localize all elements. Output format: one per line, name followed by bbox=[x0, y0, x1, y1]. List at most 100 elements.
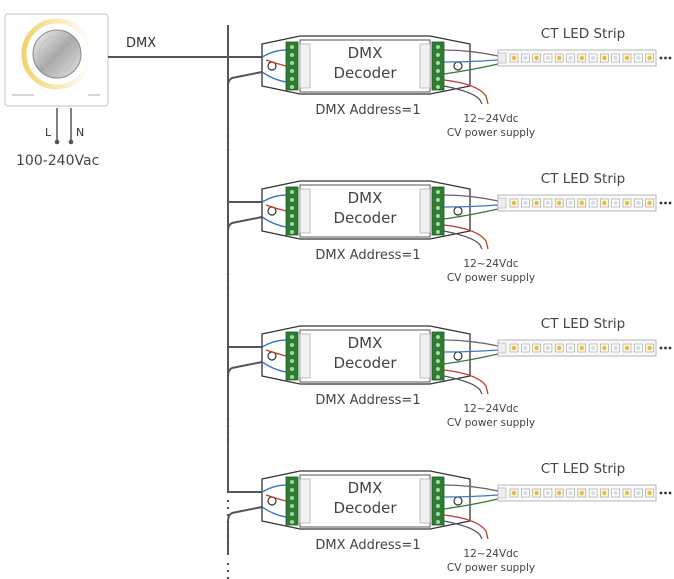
dmx-trunk: DMX bbox=[108, 36, 228, 58]
power-supply-label: CV power supply bbox=[447, 417, 535, 429]
led-diode-icon bbox=[545, 345, 551, 351]
strip-solder-pads bbox=[497, 487, 507, 499]
neutral-terminal-icon bbox=[68, 139, 74, 145]
terminal-screw-icon bbox=[290, 190, 294, 194]
led-diode-icon bbox=[636, 345, 641, 351]
output-pin-labels bbox=[419, 478, 431, 524]
decoder-title-line1: DMX bbox=[348, 334, 383, 352]
dmx-address-label: DMX Address=1 bbox=[315, 248, 420, 263]
terminal-screw-icon bbox=[290, 214, 294, 218]
decoder-title-line2: Decoder bbox=[333, 64, 397, 82]
strip-continuation-dot bbox=[659, 201, 663, 205]
terminal-screw-icon bbox=[290, 488, 294, 492]
led-diode-icon bbox=[545, 200, 551, 206]
terminal-screw-icon bbox=[290, 359, 294, 363]
led-diode-icon bbox=[647, 490, 652, 496]
power-supply-label: CV power supply bbox=[447, 562, 535, 574]
led-diode-icon bbox=[602, 490, 607, 496]
led-diode-icon bbox=[511, 490, 517, 496]
output-terminal-block bbox=[431, 476, 445, 526]
terminal-screw-icon bbox=[436, 335, 440, 339]
led-diode-icon bbox=[579, 345, 584, 351]
output-pin-labels bbox=[419, 43, 431, 89]
controller-light-ring bbox=[21, 18, 93, 90]
led-diode-icon bbox=[523, 345, 528, 351]
dmx-address-label: DMX Address=1 bbox=[315, 538, 420, 553]
output-pin-labels bbox=[419, 333, 431, 379]
terminal-screw-icon bbox=[436, 520, 440, 524]
led-diode-icon bbox=[624, 200, 630, 206]
strip-continuation-dot bbox=[668, 491, 672, 495]
terminal-screw-icon bbox=[290, 367, 294, 371]
led-diode-icon bbox=[579, 55, 584, 61]
led-diode-icon bbox=[636, 55, 641, 61]
led-diode-icon bbox=[579, 200, 584, 206]
output-terminal-block bbox=[431, 41, 445, 91]
led-diode-icon bbox=[624, 490, 630, 496]
controller-logo-mark bbox=[88, 94, 100, 96]
decoder-title-line2: Decoder bbox=[333, 354, 397, 372]
terminal-screw-icon bbox=[436, 53, 440, 57]
input-terminal-block bbox=[285, 186, 299, 236]
power-supply-voltage: 12~24Vdc bbox=[463, 258, 518, 270]
terminal-screw-icon bbox=[436, 190, 440, 194]
terminal-screw-icon bbox=[436, 367, 440, 371]
power-supply-voltage: 12~24Vdc bbox=[463, 403, 518, 415]
terminal-screw-icon bbox=[290, 496, 294, 500]
terminal-screw-icon bbox=[436, 85, 440, 89]
led-diode-icon bbox=[534, 345, 539, 351]
terminal-screw-icon bbox=[436, 359, 440, 363]
led-diode-icon bbox=[636, 200, 641, 206]
power-supply-label: CV power supply bbox=[447, 272, 535, 284]
led-diode-icon bbox=[523, 55, 528, 61]
terminal-screw-icon bbox=[436, 504, 440, 508]
input-pin-labels bbox=[299, 478, 311, 524]
terminal-screw-icon bbox=[436, 496, 440, 500]
terminal-screw-icon bbox=[436, 69, 440, 73]
strip-continuation-dot bbox=[664, 56, 667, 60]
input-terminal-block bbox=[285, 476, 299, 526]
terminal-screw-icon bbox=[290, 351, 294, 355]
terminal-screw-icon bbox=[436, 45, 440, 49]
led-diode-icon bbox=[590, 490, 596, 496]
terminal-screw-icon bbox=[436, 351, 440, 355]
terminal-screw-icon bbox=[436, 61, 440, 65]
led-diode-icon bbox=[557, 200, 562, 206]
led-diode-icon bbox=[590, 345, 596, 351]
led-diode-icon bbox=[557, 55, 562, 61]
terminal-screw-icon bbox=[436, 230, 440, 234]
led-diode-icon bbox=[568, 490, 573, 496]
dmx-input-label: DMX bbox=[126, 36, 156, 51]
terminal-screw-icon bbox=[290, 230, 294, 234]
led-diode-icon bbox=[511, 345, 517, 351]
led-diode-icon bbox=[613, 345, 618, 351]
led-strip-label: CT LED Strip bbox=[541, 26, 625, 42]
terminal-screw-icon bbox=[290, 480, 294, 484]
strip-solder-pads bbox=[497, 197, 507, 209]
neutral-label: N bbox=[76, 126, 84, 139]
decoder-title-line1: DMX bbox=[348, 479, 383, 497]
led-diode-icon bbox=[624, 345, 630, 351]
terminal-screw-icon bbox=[436, 198, 440, 202]
dmx-address-label: DMX Address=1 bbox=[315, 393, 420, 408]
input-terminal-block bbox=[285, 41, 299, 91]
terminal-screw-icon bbox=[290, 512, 294, 516]
led-strip-label: CT LED Strip bbox=[541, 316, 625, 332]
decoder-title-line2: Decoder bbox=[333, 499, 397, 517]
decoder-title-line2: Decoder bbox=[333, 209, 397, 227]
led-diode-icon bbox=[557, 345, 562, 351]
mains-voltage-label: 100-240Vac bbox=[16, 153, 99, 169]
led-diode-icon bbox=[523, 200, 528, 206]
live-label: L bbox=[45, 126, 52, 139]
led-diode-icon bbox=[590, 200, 596, 206]
led-diode-icon bbox=[624, 55, 630, 61]
led-diode-icon bbox=[534, 490, 539, 496]
power-supply-voltage: 12~24Vdc bbox=[463, 548, 518, 560]
terminal-screw-icon bbox=[290, 61, 294, 65]
dmx-address-label: DMX Address=1 bbox=[315, 103, 420, 118]
